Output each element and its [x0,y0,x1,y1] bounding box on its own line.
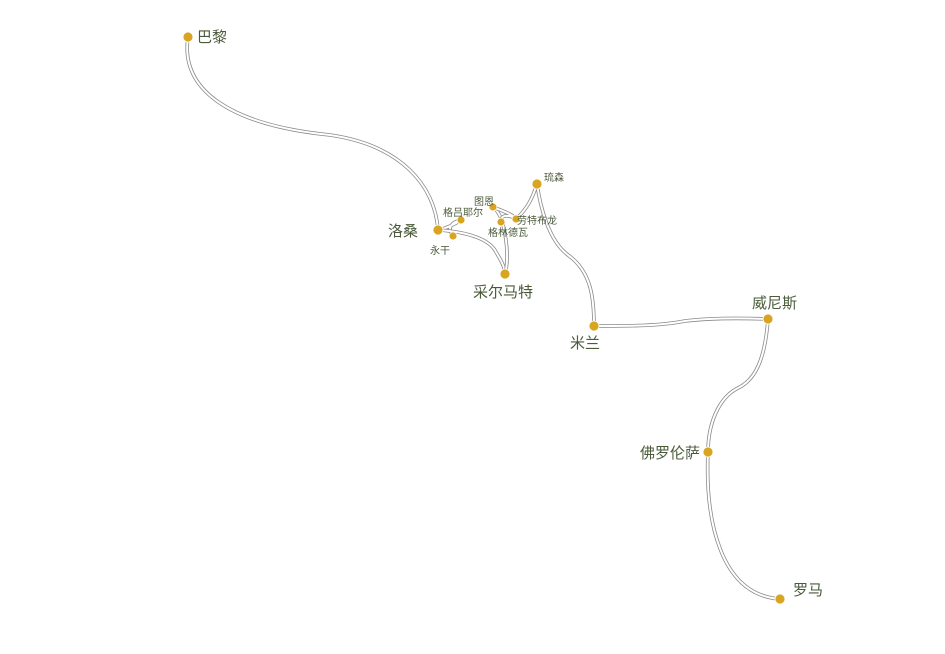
city-label-grindelwald: 格林德瓦 [488,226,528,239]
city-label-venice: 威尼斯 [752,294,797,312]
city-label-gruyeres: 格吕耶尔 [443,206,483,219]
route-lucerne-milan [535,182,596,328]
city-dot-zermatt[interactable] [499,268,511,280]
city-label-milan: 米兰 [570,334,600,352]
city-label-lausanne: 洛桑 [388,222,418,240]
route-venice-florence [706,317,770,454]
city-dot-milan[interactable] [588,320,600,332]
city-label-lauterbrunnen: 劳特布龙 [517,214,557,227]
city-dot-lausanne[interactable] [432,224,444,236]
route-lausanne-zermatt-inner [437,229,506,275]
city-dot-gruyeres[interactable] [456,215,466,225]
city-dot-florence[interactable] [702,446,714,458]
city-label-rome: 罗马 [793,581,823,599]
city-dot-grindelwald[interactable] [496,217,506,227]
route-interlaken-lucerne [514,182,539,221]
city-label-lucerne: 琉森 [544,171,564,184]
city-dot-paris[interactable] [182,31,194,43]
city-label-interlaken: 图恩 [474,196,494,208]
city-label-florence: 佛罗伦萨 [640,444,700,462]
city-labels: 巴黎 洛桑 格吕耶尔 永干 采尔马特 图恩 格林德瓦 劳特布龙 琉森 米兰 威尼… [197,28,823,599]
city-label-vevey: 永干 [430,244,450,257]
route-paris-lausanne-inner [186,36,439,231]
route-lucerne-milan-inner [536,183,595,327]
route-florence-rome-inner [706,451,781,600]
city-dot-lauterbrunnen[interactable] [511,214,521,224]
route-florence-rome [705,450,782,601]
city-dot-venice[interactable] [762,313,774,325]
route-milan-venice-inner [593,317,769,327]
city-dot-vevey[interactable] [448,231,458,241]
city-markers [182,31,786,605]
route-venice-florence-inner [707,318,769,453]
city-dot-lucerne[interactable] [531,178,543,190]
city-label-zermatt: 采尔马特 [473,283,533,301]
city-dot-interlaken[interactable] [488,202,498,212]
city-label-paris: 巴黎 [197,28,227,46]
city-dot-rome[interactable] [774,593,786,605]
route-lines [185,35,782,601]
